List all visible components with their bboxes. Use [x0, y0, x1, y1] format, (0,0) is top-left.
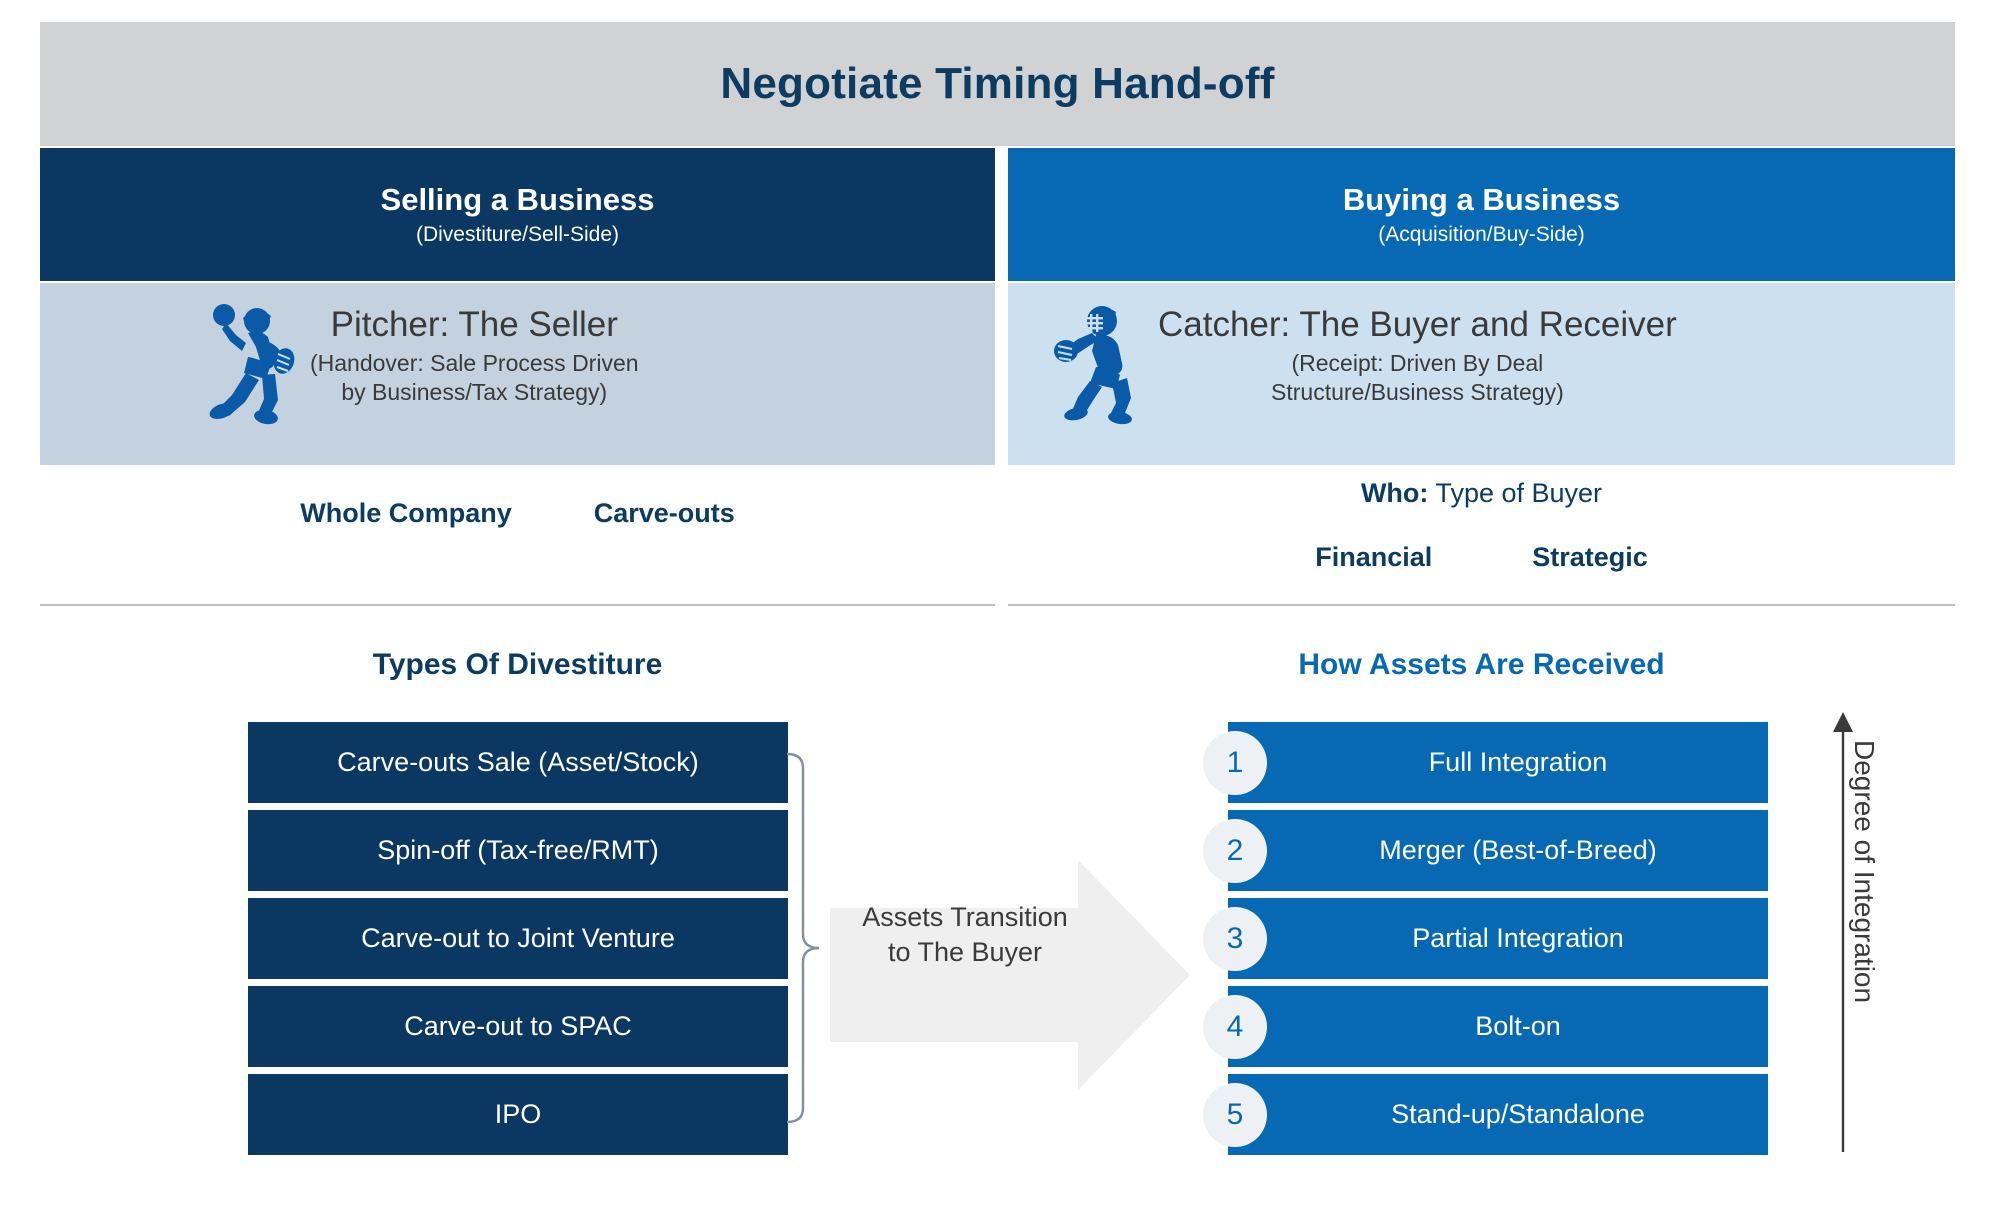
title-bar: Negotiate Timing Hand-off — [40, 22, 1955, 146]
list-item[interactable]: Stand-up/Standalone 5 — [1203, 1074, 1768, 1155]
option-carve-outs: Carve-outs — [593, 498, 735, 528]
step-number-badge: 1 — [1203, 730, 1267, 795]
catcher-role-title: Catcher: The Buyer and Receiver — [1158, 305, 1677, 344]
buyer-type-title: Who: Type of Buyer — [1008, 478, 1955, 509]
pitcher-role-sub-line1: (Handover: Sale Process Driven — [310, 350, 639, 377]
option-strategic: Strategic — [1532, 542, 1648, 572]
catcher-role-panel: Catcher: The Buyer and Receiver (Receipt… — [1008, 283, 1955, 465]
catcher-role-sub-line2: Structure/Business Strategy) — [1271, 379, 1564, 405]
step-number-badge: 5 — [1203, 1082, 1267, 1147]
divider-right — [1008, 604, 1955, 606]
receipt-mode-label: Bolt-on — [1228, 986, 1768, 1067]
selling-title: Selling a Business — [380, 181, 655, 217]
assets-transition-line2: to The Buyer — [887, 937, 1043, 968]
selling-subtitle: (Divestiture/Sell-Side) — [415, 223, 620, 246]
receipt-mode-list: Full Integration 1 Merger (Best-of-Breed… — [1203, 722, 1768, 1162]
pitcher-role-text: Pitcher: The Seller (Handover: Sale Proc… — [310, 297, 639, 407]
baseball-catcher-icon — [1048, 297, 1148, 427]
buyer-type-label: Who: — [1360, 478, 1429, 508]
buying-subtitle: (Acquisition/Buy-Side) — [1378, 223, 1585, 246]
divider-left — [40, 604, 995, 606]
divestiture-type-list: Carve-outs Sale (Asset/Stock) Spin-off (… — [248, 722, 788, 1162]
buyer-type-rest: Type of Buyer — [1428, 478, 1603, 508]
step-number-badge: 4 — [1203, 994, 1267, 1059]
list-item[interactable]: Carve-out to SPAC — [248, 986, 788, 1067]
types-of-divestiture-heading: Types Of Divestiture — [372, 648, 663, 681]
receipt-mode-label: Stand-up/Standalone — [1228, 1074, 1768, 1155]
buyer-type-options: Financial Strategic — [1008, 542, 1955, 573]
list-item[interactable]: Spin-off (Tax-free/RMT) — [248, 810, 788, 891]
list-item[interactable]: Bolt-on 4 — [1203, 986, 1768, 1067]
receipt-mode-label: Full Integration — [1228, 722, 1768, 803]
step-number-badge: 2 — [1203, 818, 1267, 883]
pitcher-role-title: Pitcher: The Seller — [330, 305, 618, 344]
up-arrow-icon — [1828, 712, 1858, 1152]
how-assets-are-received-heading: How Assets Are Received — [1298, 648, 1665, 681]
page-title: Negotiate Timing Hand-off — [720, 59, 1275, 108]
list-item[interactable]: Carve-out to Joint Venture — [248, 898, 788, 979]
brace-connector — [786, 752, 820, 1124]
assets-transition-label: Assets Transition to The Buyer — [840, 900, 1090, 970]
option-financial: Financial — [1315, 542, 1433, 572]
receipt-mode-label: Merger (Best-of-Breed) — [1228, 810, 1768, 891]
list-item[interactable]: Partial Integration 3 — [1203, 898, 1768, 979]
list-item[interactable]: Carve-outs Sale (Asset/Stock) — [248, 722, 788, 803]
list-item[interactable]: Merger (Best-of-Breed) 2 — [1203, 810, 1768, 891]
pitcher-role-panel: Pitcher: The Seller (Handover: Sale Proc… — [40, 283, 995, 465]
option-whole-company: Whole Company — [300, 498, 512, 528]
list-item[interactable]: IPO — [248, 1074, 788, 1155]
catcher-role-text: Catcher: The Buyer and Receiver (Receipt… — [1158, 297, 1677, 407]
right-arrow-shape — [830, 860, 1190, 1090]
pitcher-role-sub-line2: by Business/Tax Strategy) — [341, 379, 608, 405]
step-number-badge: 3 — [1203, 906, 1267, 971]
list-item[interactable]: Full Integration 1 — [1203, 722, 1768, 803]
catcher-role-sub-line1: (Receipt: Driven By Deal — [1291, 350, 1544, 377]
buying-title: Buying a Business — [1342, 181, 1621, 217]
baseball-pitcher-icon — [200, 297, 300, 427]
degree-of-integration-label: Degree of Integration — [1849, 740, 1880, 1004]
receipt-mode-label: Partial Integration — [1228, 898, 1768, 979]
assets-transition-line1: Assets Transition — [862, 902, 1068, 932]
buying-header-panel: Buying a Business (Acquisition/Buy-Side) — [1008, 148, 1955, 281]
sell-side-options: Whole Company Carve-outs — [40, 498, 995, 529]
selling-header-panel: Selling a Business (Divestiture/Sell-Sid… — [40, 148, 995, 281]
